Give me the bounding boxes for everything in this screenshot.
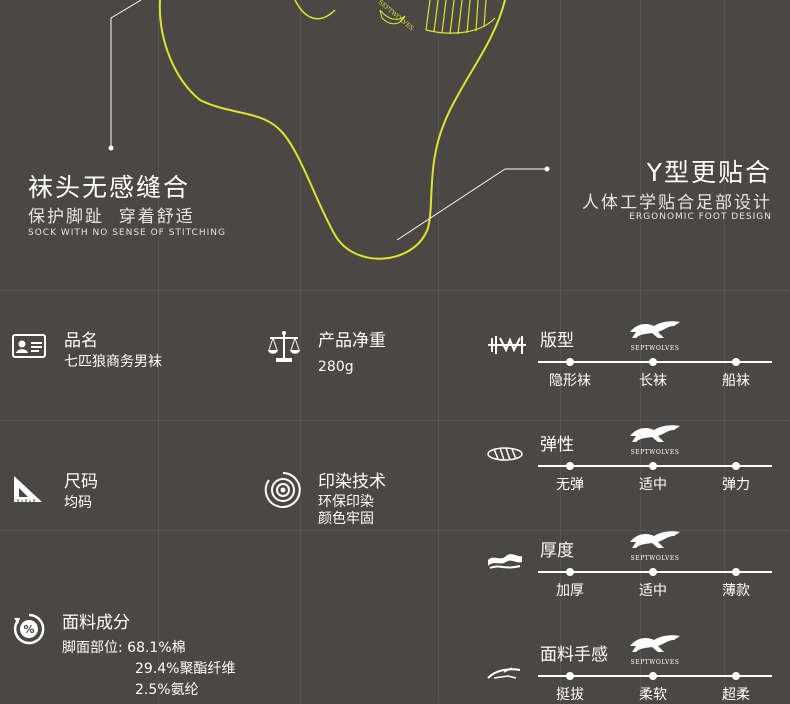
spec-fabric-label: 面料成分 [62,613,130,633]
spec-fabric-line3: 2.5%氨纶 [135,682,199,698]
scale-option-label: 挺拔 [556,687,584,703]
layers-icon [486,552,524,572]
scale-dot [566,672,574,680]
right-feature-subtitle: 人体工学贴合足部设计 [582,193,772,213]
id-card-icon [12,334,46,358]
spec-size-label: 尺码 [64,472,98,492]
scale-label: 版型 [540,331,574,351]
left-callout-line [108,0,142,151]
scale-dot [566,358,574,366]
scale-option-label: 加厚 [556,583,584,599]
spec-print-value-2: 颜色牢固 [318,511,374,527]
scale-option-label: 适中 [639,583,667,599]
scale-dot [732,358,740,366]
scale-label: 弹性 [540,435,574,455]
right-feature-title: Y型更贴合 [646,158,772,187]
scale-option-label: 弹力 [722,477,750,493]
target-icon [264,471,302,509]
scale-dot [566,462,574,470]
spec-weight-label: 产品净重 [318,331,386,351]
brand-logo: SEPTWOLVES [628,528,682,562]
left-feature-english: SOCK WITH NO SENSE OF STITCHING [28,228,226,238]
scale-dot [649,462,657,470]
right-callout-line [396,166,550,241]
scale-option-label: 船袜 [722,373,750,389]
scale-dot [732,462,740,470]
sock-pattern-icon [486,332,528,358]
scale-option-label: 柔软 [639,687,667,703]
scale-dot [732,672,740,680]
scale-dot [649,672,657,680]
scale-option-label: 超柔 [722,687,750,703]
spec-fabric-line1-value: 68.1%棉 [127,640,186,656]
spec-print-label: 印染技术 [318,472,386,492]
spec-print-value-1: 环保印染 [318,494,374,510]
scale-option-label: 适中 [639,477,667,493]
brand-logo-text: SEPTWOLVES [630,345,680,352]
brand-logo: SEPTWOLVES [628,422,682,456]
sock-illustration [150,0,530,270]
scale-option-label: 无弹 [556,477,584,493]
brand-logo-text: SEPTWOLVES [630,449,680,456]
percent-icon: % [12,612,46,646]
spec-name-label: 品名 [64,331,98,351]
brand-logo-text: SEPTWOLVES [630,555,680,562]
scale-dot [566,568,574,576]
spec-fabric-line2: 29.4%聚酯纤维 [135,661,236,677]
brand-logo-text: SEPTWOLVES [630,659,680,666]
scale-option-label: 薄款 [722,583,750,599]
hand-icon [486,666,522,682]
scale-option-label: 长袜 [639,373,667,389]
spec-weight-value: 280g [318,359,354,375]
scale-dot [649,568,657,576]
brand-logo: SEPTWOLVES [628,632,682,666]
left-feature-title: 袜头无感缝合 [28,173,191,202]
spec-fabric-line1-prefix: 脚面部位: [62,640,128,656]
spec-fabric-line1: 脚面部位: 68.1%棉 [62,638,186,659]
svg-text:%: % [23,623,34,636]
spring-icon [486,446,524,462]
scale-dot [732,568,740,576]
scale-label: 面料手感 [540,645,608,665]
set-square-icon [12,474,44,504]
spec-size-value: 均码 [64,495,92,511]
left-feature-subtitle: 保护脚趾 穿着舒适 [28,207,195,227]
scale-dot [649,358,657,366]
scale-icon [266,330,302,364]
brand-logo: SEPTWOLVES [628,318,682,352]
scale-label: 厚度 [540,541,574,561]
right-feature-english: ERGONOMIC FOOT DESIGN [629,212,772,222]
scale-option-label: 隐形袜 [549,373,591,389]
spec-name-value: 七匹狼商务男袜 [64,354,162,370]
